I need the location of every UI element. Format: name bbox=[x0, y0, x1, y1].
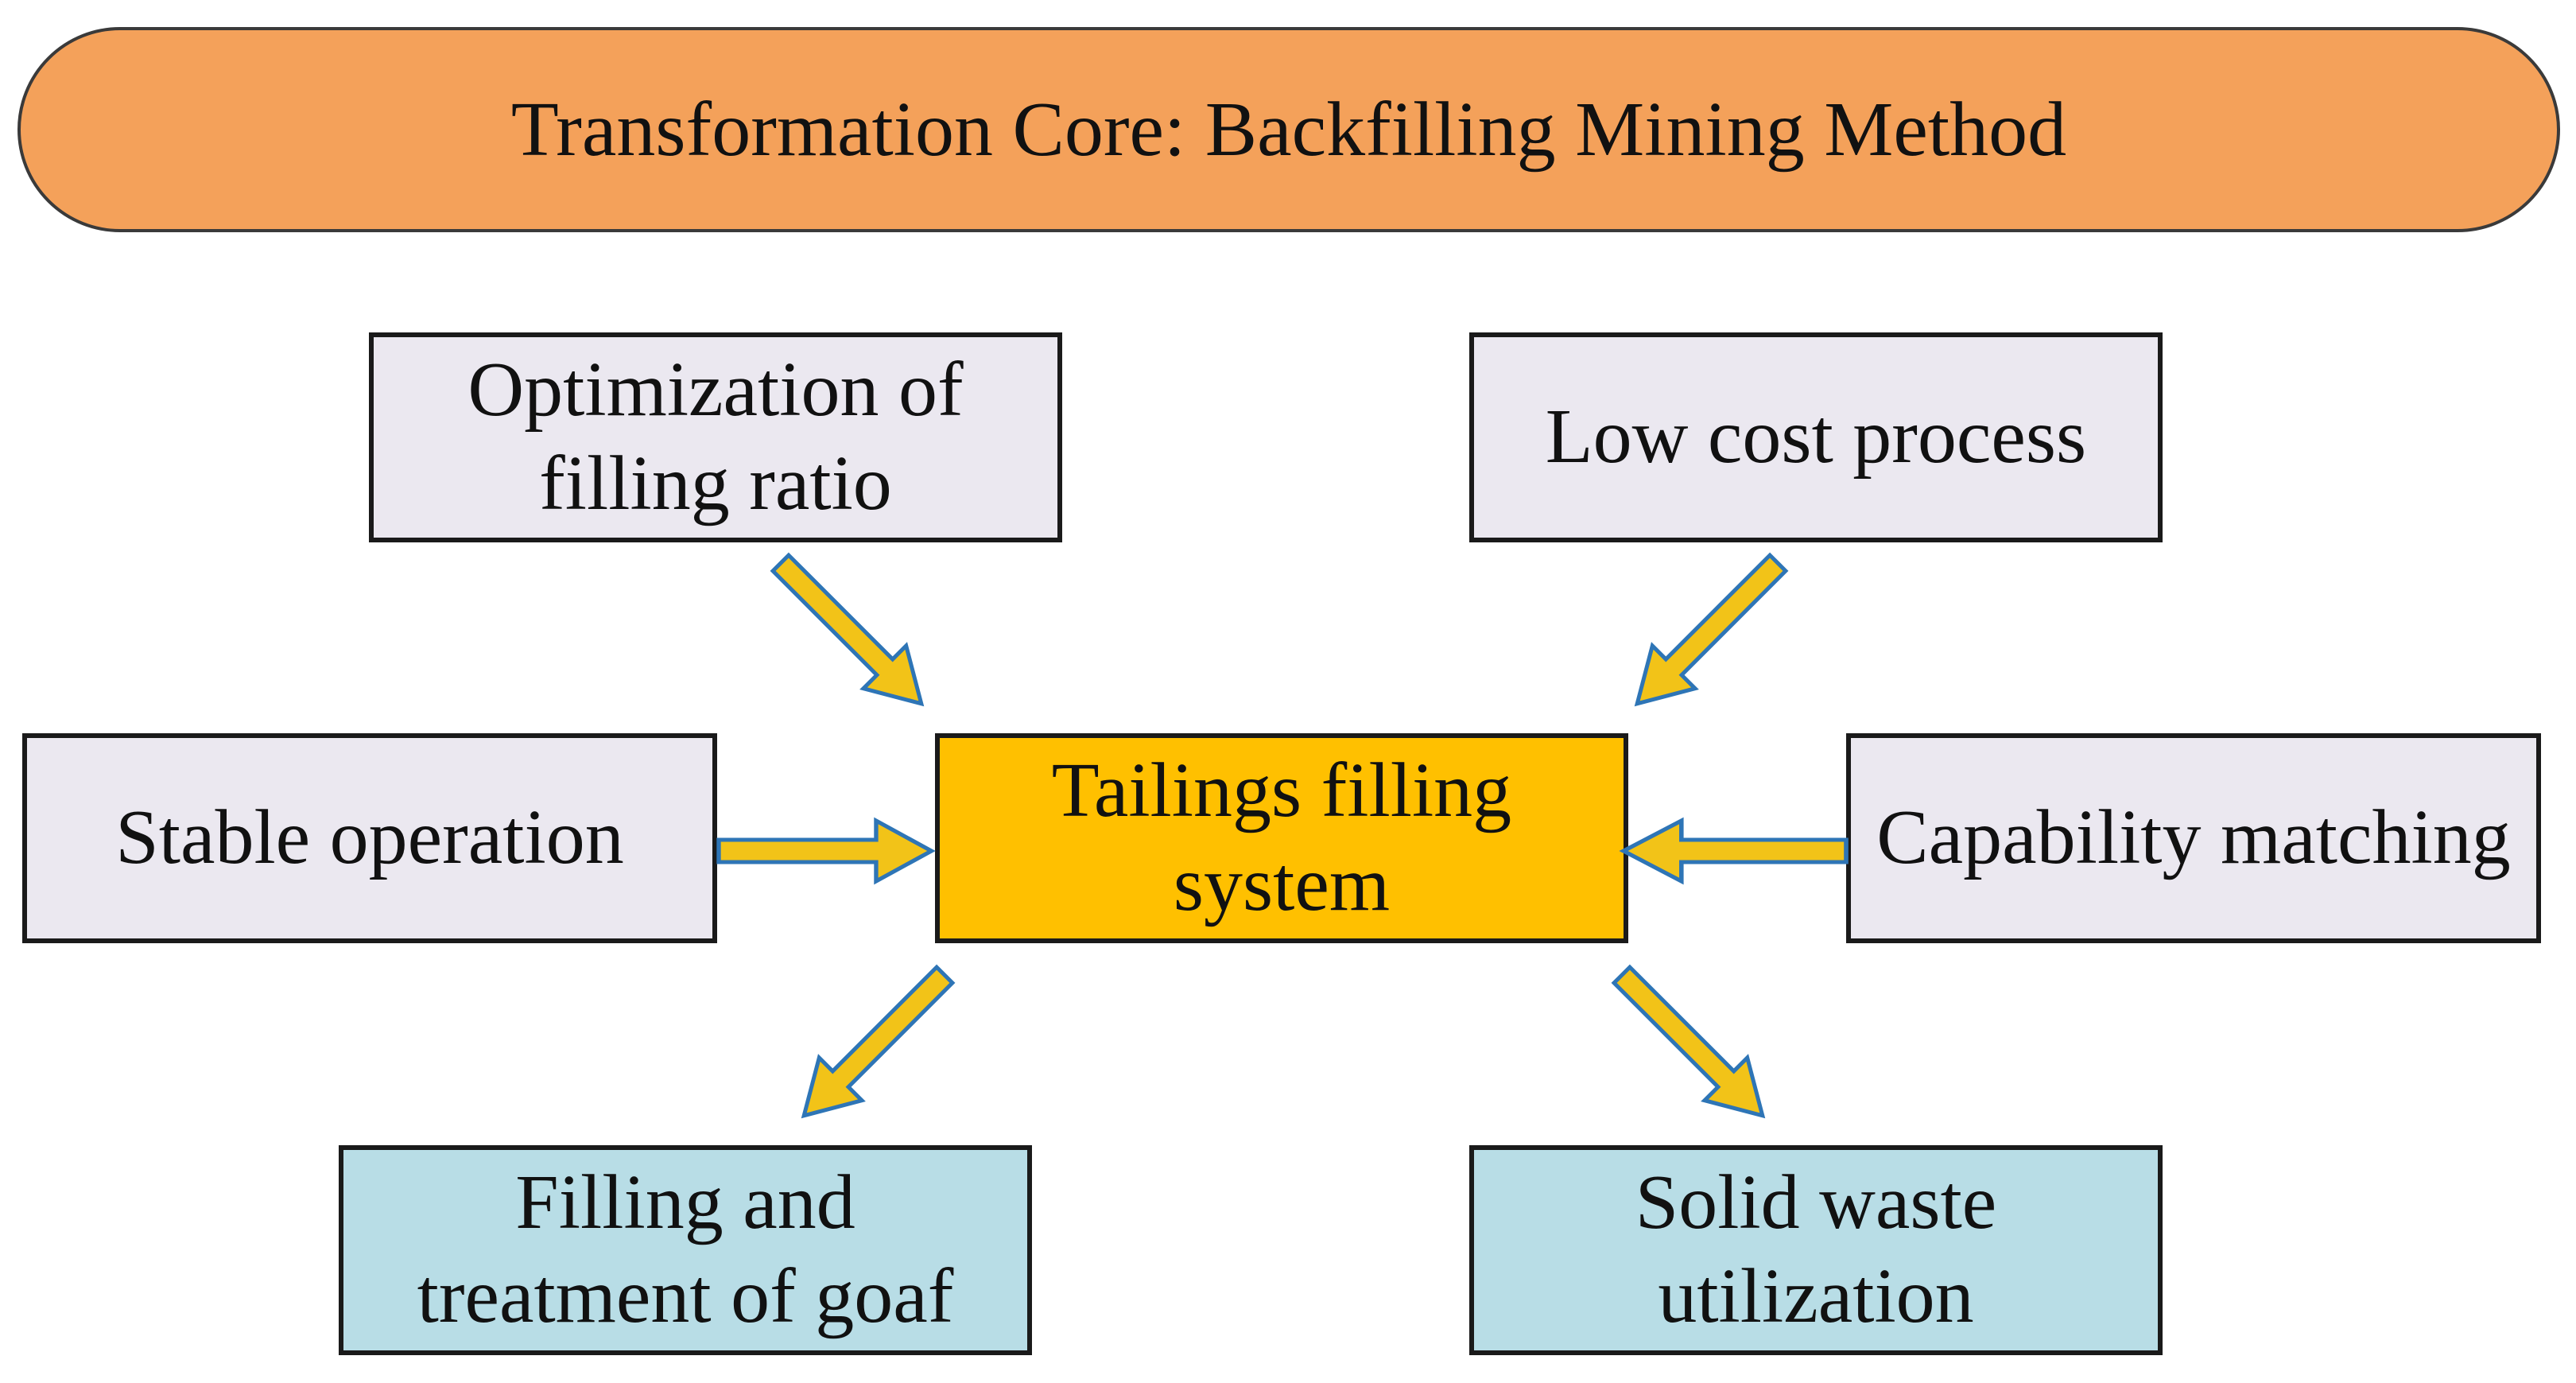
solid-waste-utilization-label: Solid waste utilization bbox=[1635, 1160, 1997, 1339]
tailings-filling-system-box: Tailings filling system bbox=[935, 733, 1628, 943]
capability-matching-box: Capability matching bbox=[1846, 733, 2541, 943]
tailings-filling-system-label: Tailings filling system bbox=[1051, 748, 1512, 927]
filling-treatment-goaf-label: Filling and treatment of goaf bbox=[417, 1160, 954, 1339]
optimization-filling-ratio-box: Optimization of filling ratio bbox=[369, 332, 1062, 542]
capability-matching-label: Capability matching bbox=[1876, 794, 2511, 881]
arrow-left-to-center bbox=[719, 821, 932, 881]
title-banner: Transformation Core: Backfilling Mining … bbox=[17, 27, 2560, 232]
arrow-right-to-center bbox=[1624, 821, 1846, 881]
low-cost-process-label: Low cost process bbox=[1545, 394, 2087, 480]
stable-operation-box: Stable operation bbox=[22, 733, 717, 943]
solid-waste-utilization-box: Solid waste utilization bbox=[1469, 1145, 2163, 1355]
arrow-center-to-bottom-right bbox=[1600, 954, 1784, 1137]
filling-treatment-goaf-box: Filling and treatment of goaf bbox=[339, 1145, 1032, 1355]
arrow-top-left-to-center bbox=[759, 542, 943, 725]
optimization-filling-ratio-label: Optimization of filling ratio bbox=[467, 347, 964, 526]
arrow-top-right-to-center bbox=[1616, 542, 1799, 725]
title-text: Transformation Core: Backfilling Mining … bbox=[510, 87, 2067, 173]
low-cost-process-box: Low cost process bbox=[1469, 332, 2163, 542]
stable-operation-label: Stable operation bbox=[115, 794, 624, 881]
arrow-center-to-bottom-left bbox=[782, 954, 966, 1137]
